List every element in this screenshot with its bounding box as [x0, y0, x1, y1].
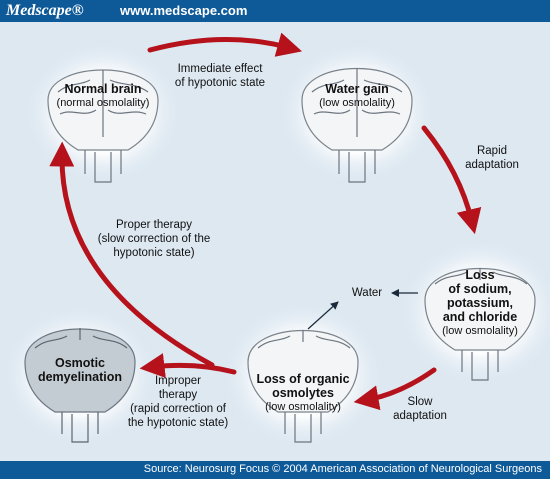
edge-water-label: Water: [351, 287, 383, 299]
arrow-slow-adaptation: [353, 367, 437, 411]
node-loss-ions-line4: and chloride: [442, 310, 518, 324]
edge-proper-line3: hypotonic state): [113, 247, 195, 259]
node-water-gain-subtitle: (low osmolality): [319, 97, 395, 109]
node-normal-label: Normal brain (normal osmolality): [48, 82, 158, 110]
edge-immediate-line1: Immediate effect: [177, 63, 263, 75]
header-bar: Medscape® www.medscape.com: [0, 0, 550, 22]
source-credit: Source: Neurosurg Focus © 2004 American …: [143, 463, 542, 475]
node-loss-osmolytes-line1: Loss of organic: [256, 372, 350, 386]
edge-slow-line2: adaptation: [393, 410, 447, 422]
edge-slow-label: Slow adaptation: [380, 395, 460, 423]
edge-improper-line1: Improper: [154, 375, 202, 387]
arrow-immediate-effect: [147, 32, 303, 57]
arrow-rapid-adaptation: [421, 125, 482, 235]
brain-loss-ions-icon: [424, 267, 536, 381]
node-loss-ions-subtitle: (low osmolality): [442, 325, 518, 337]
node-water-gain-label: Water gain (low osmolality): [302, 82, 412, 110]
diagram-canvas: Normal brain (normal osmolality) Water g…: [0, 22, 550, 461]
brain-demyelination-icon: [24, 328, 136, 443]
arrow-proper-therapy: [49, 141, 215, 368]
node-loss-ions-line3: potassium,: [447, 296, 513, 310]
medscape-logo[interactable]: Medscape®: [6, 2, 84, 19]
node-loss-osmolytes-line2: osmolytes: [272, 386, 334, 400]
node-demyelination-line1: Osmotic: [54, 356, 105, 370]
node-demyelination-label: Osmotic demyelination: [25, 356, 135, 384]
arrow-water-out: [307, 301, 339, 330]
edge-slow-line1: Slow: [407, 396, 433, 408]
edge-proper-line1: Proper therapy: [115, 219, 193, 231]
site-url[interactable]: www.medscape.com: [120, 3, 248, 18]
edge-immediate-label: Immediate effect of hypotonic state: [160, 62, 280, 90]
edge-improper-label: Improper therapy (rapid correction of th…: [118, 374, 238, 430]
edge-immediate-line2: of hypotonic state: [174, 77, 266, 89]
footer-bar: Source: Neurosurg Focus © 2004 American …: [0, 461, 550, 479]
edge-improper-line2: therapy: [158, 389, 198, 401]
edge-rapid-label: Rapid adaptation: [452, 144, 532, 172]
node-normal-subtitle: (normal osmolality): [56, 97, 150, 109]
brain-water-gain-icon: [301, 67, 413, 183]
node-demyelination-line2: demyelination: [37, 370, 123, 384]
diagram-graphics: [2, 32, 550, 449]
brain-normal-icon: [47, 69, 159, 183]
node-loss-osmolytes-label: Loss of organic osmolytes (low osmolalit…: [238, 372, 368, 414]
edge-improper-line3: (rapid correction of: [130, 403, 226, 415]
edge-proper-line2: (slow correction of the: [97, 233, 211, 245]
edge-rapid-line1: Rapid: [476, 145, 508, 157]
node-normal-title: Normal brain: [64, 82, 142, 96]
brain-loss-osmolytes-icon: [247, 329, 359, 443]
edge-rapid-line2: adaptation: [465, 159, 519, 171]
edge-proper-label: Proper therapy (slow correction of the h…: [84, 218, 224, 260]
edge-improper-line4: the hypotonic state): [127, 417, 229, 429]
node-water-gain-title: Water gain: [325, 82, 389, 96]
arrow-improper-therapy: [139, 353, 237, 378]
node-loss-ions-line1: Loss: [465, 268, 495, 282]
node-loss-osmolytes-subtitle: (low osmolality): [265, 401, 341, 413]
node-loss-ions-label: Loss of sodium, potassium, and chloride …: [415, 268, 545, 338]
node-loss-ions-line2: of sodium,: [448, 282, 512, 296]
